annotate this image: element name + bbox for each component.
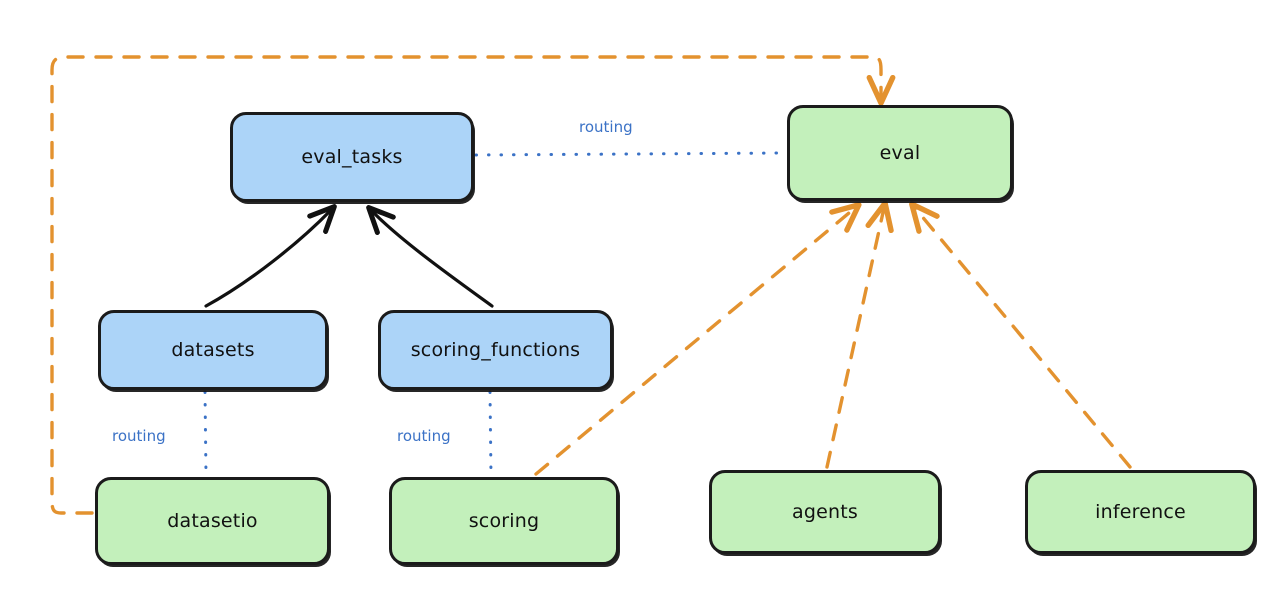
node-agents[interactable]: agents	[709, 470, 941, 554]
edge-scoring-functions-to-scoring	[488, 390, 493, 477]
edge-datasets-to-eval-tasks	[204, 210, 331, 308]
edge-datasetio-to-eval	[50, 55, 881, 515]
node-inference-label: inference	[1095, 501, 1186, 523]
edge-inference-to-eval	[915, 208, 1132, 469]
edge-scoring-functions-to-eval-tasks	[372, 211, 494, 308]
node-inference[interactable]: inference	[1025, 470, 1256, 554]
node-datasetio-label: datasetio	[167, 510, 258, 532]
node-agents-label: agents	[792, 501, 858, 523]
edge-label-routing-datasets-datasetio: routing	[112, 427, 166, 445]
edge-eval-tasks-to-eval	[474, 151, 786, 157]
edge-scoring-to-eval	[534, 208, 855, 476]
node-scoring-functions[interactable]: scoring_functions	[378, 310, 613, 390]
edge-label-routing-scoring-functions-scoring: routing	[397, 427, 451, 445]
node-datasets[interactable]: datasets	[98, 310, 328, 390]
node-scoring[interactable]: scoring	[389, 477, 619, 565]
node-eval-tasks-label: eval_tasks	[301, 146, 403, 168]
node-scoring-label: scoring	[468, 510, 540, 532]
node-datasetio[interactable]: datasetio	[95, 477, 330, 565]
node-eval[interactable]: eval	[787, 105, 1013, 201]
edge-label-routing-eval-tasks-eval: routing	[579, 118, 633, 136]
node-eval-tasks[interactable]: eval_tasks	[230, 112, 474, 202]
node-scoring-functions-label: scoring_functions	[410, 339, 581, 361]
edge-agents-to-eval	[825, 208, 884, 469]
node-eval-label: eval	[879, 142, 921, 164]
edge-datasets-to-datasetio	[203, 390, 208, 477]
node-datasets-label: datasets	[171, 339, 255, 361]
